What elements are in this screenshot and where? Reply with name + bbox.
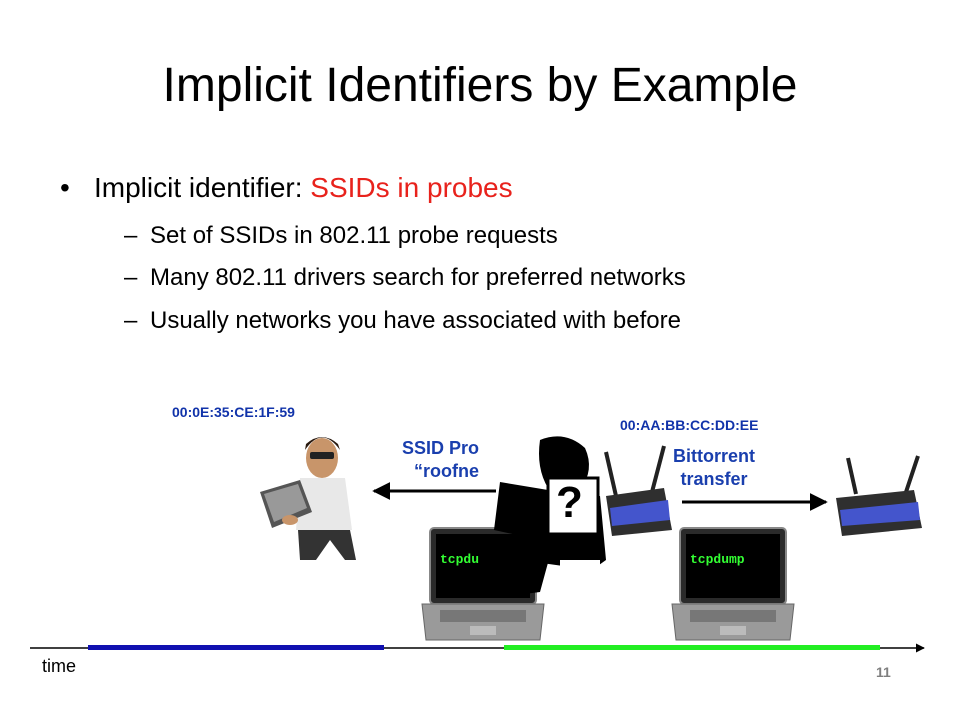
slide-title: Implicit Identifiers by Example [162, 59, 798, 112]
sub-bullet-2: –Many 802.11 drivers search for preferre… [124, 264, 686, 292]
hacker-icon [494, 436, 606, 598]
page-number: 11 [876, 664, 891, 680]
sub-marker: – [124, 264, 138, 291]
tcpdump-left-text: tcpdu [440, 552, 480, 567]
sub-bullet-text: Set of SSIDs in 802.11 probe requests [150, 222, 558, 249]
bullet-prefix: Implicit identifier: [94, 172, 311, 203]
person-icon [260, 437, 356, 560]
bittorrent-label-line2: transfer [680, 469, 748, 490]
mac-right-label: 00:AA:BB:CC:DD:EE [620, 417, 759, 433]
probe-label: SSID Pro “roofne [402, 437, 479, 484]
sub-bullet-1: –Set of SSIDs in 802.11 probe requests [124, 222, 558, 250]
right-laptop-icon [671, 527, 795, 641]
bullet-highlight: SSIDs in probes [310, 172, 513, 203]
sub-bullet-3: –Usually networks you have associated wi… [124, 307, 681, 335]
timeline-green-bar [504, 645, 880, 650]
sub-bullet-text: Many 802.11 drivers search for preferred… [150, 264, 686, 291]
mac-left-label: 00:0E:35:CE:1F:59 [172, 404, 295, 420]
main-bullet: • Implicit identifier: SSIDs in probes [60, 172, 513, 204]
bittorrent-label: Bittorrent transfer [648, 445, 780, 492]
question-mark: ? [556, 478, 583, 527]
probe-label-line2: “roofne [414, 461, 479, 482]
bittorrent-label-line1: Bittorrent [673, 446, 755, 466]
probe-label-line1: SSID Pro [402, 438, 480, 458]
left-router-icon [604, 445, 672, 536]
right-router-icon [836, 455, 922, 536]
timeline-blue-bar [88, 645, 384, 650]
time-label: time [42, 656, 77, 676]
bullet-marker: • [60, 172, 70, 203]
tcpdump-right-text: tcpdump [690, 552, 745, 567]
sub-bullet-text: Usually networks you have associated wit… [150, 307, 681, 334]
sub-marker: – [124, 222, 138, 249]
sub-marker: – [124, 307, 138, 334]
